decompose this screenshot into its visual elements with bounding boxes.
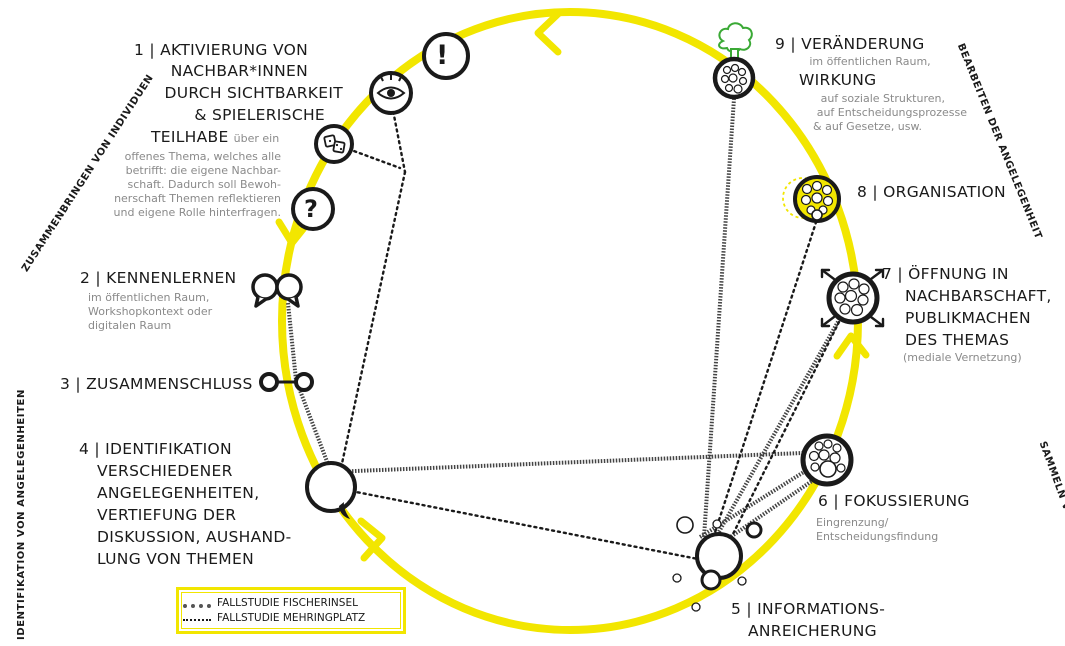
cycle-direction-arrows bbox=[275, 10, 870, 562]
step-1-line3: DURCH SICHTBARKEIT bbox=[164, 84, 343, 102]
step-4-line-2: ANGELEGENHEITEN, bbox=[97, 484, 260, 502]
speech-bubbles-icon bbox=[251, 273, 303, 308]
exclamation-icon bbox=[422, 32, 470, 80]
step-7-title: 7 | ÖFFNUNG IN bbox=[882, 265, 1009, 283]
step-1-title: 1 | AKTIVIERUNG VON bbox=[134, 41, 308, 59]
step-2-desc-1: im öffentlichen Raum, bbox=[88, 291, 210, 304]
step-6-desc-2: Entscheidungsfindung bbox=[816, 530, 939, 543]
step-1-desc-2: betrifft: die eigene Nachbar- bbox=[125, 164, 281, 177]
step-7-desc: (mediale Vernetzung) bbox=[903, 351, 1022, 364]
discussion-bubble-icon bbox=[305, 461, 357, 519]
step-7-line-2: PUBLIKMACHEN bbox=[905, 309, 1031, 327]
step-2-desc-2: Workshopkontext oder bbox=[88, 305, 213, 318]
step-1-line5-head: TEILHABE bbox=[151, 128, 229, 146]
step-1-desc-4: nerschaft Themen reflektieren bbox=[114, 192, 281, 205]
step-9-title: 9 | VERÄNDERUNG bbox=[775, 35, 925, 53]
step-1-line4: & SPIELERISCHE bbox=[194, 106, 325, 124]
step-9-desc2-2: auf Entscheidungsprozesse bbox=[816, 106, 967, 119]
exclamation-glyph: ! bbox=[436, 40, 449, 71]
step-5-title: 5 | INFORMATIONS- bbox=[731, 600, 886, 618]
step-7-line-1: NACHBARSCHAFT, bbox=[905, 287, 1052, 305]
step-1-line2: NACHBAR*INNEN bbox=[170, 62, 308, 80]
fischerinsel-path bbox=[286, 83, 858, 542]
question-glyph: ? bbox=[304, 195, 318, 223]
step-9-line2: WIRKUNG bbox=[799, 71, 877, 89]
opening-cluster-icon bbox=[820, 268, 885, 328]
step-6-title: 6 | FOKUSSIERUNG bbox=[818, 492, 970, 510]
dice-icon bbox=[314, 124, 354, 164]
information-cluster-icon bbox=[672, 516, 763, 612]
arrow-top bbox=[534, 10, 562, 56]
step-1-desc-5: und eigene Rolle hinterfragen. bbox=[113, 206, 281, 219]
step-4-line-3: VERTIEFUNG DER bbox=[97, 506, 237, 524]
eye-icon bbox=[369, 71, 413, 115]
chain-link-icon bbox=[259, 372, 314, 392]
cycle-loop bbox=[278, 8, 862, 634]
step-9-desc2-3: & auf Gesetze, usw. bbox=[813, 120, 922, 133]
legend-fischerinsel-swatch bbox=[183, 604, 211, 608]
step-1-line5: TEILHABE über ein bbox=[151, 127, 279, 147]
step-1-desc-1: offenes Thema, welches alle bbox=[124, 150, 281, 163]
organisation-cluster-icon bbox=[782, 175, 841, 223]
step-6-desc-1: Eingrenzung/ bbox=[816, 516, 889, 529]
edge-label-bottom-left: IDENTIFIKATION VON ANGELEGENHEITEN bbox=[16, 389, 27, 640]
step-7-line-3: DES THEMAS bbox=[905, 331, 1010, 349]
step-1-line5-tail: über ein bbox=[233, 132, 280, 145]
legend-fischerinsel-label: FALLSTUDIE FISCHERINSEL bbox=[217, 597, 358, 609]
arrow-bottom bbox=[357, 517, 386, 562]
legend-mehringplatz-label: FALLSTUDIE MEHRINGPLATZ bbox=[217, 612, 366, 624]
mehringplatz-path bbox=[339, 98, 858, 562]
step-4-title: 4 | IDENTIFIKATION bbox=[79, 440, 232, 458]
arrow-left bbox=[275, 218, 312, 247]
legend: FALLSTUDIE FISCHERINSEL FALLSTUDIE MEHRI… bbox=[176, 587, 406, 634]
change-cluster-icon bbox=[712, 56, 756, 100]
step-3-title: 3 | ZUSAMMENSCHLUSS bbox=[60, 375, 253, 393]
step-2-desc-3: digitalen Raum bbox=[88, 319, 172, 332]
step-1-desc-3: schaft. Dadurch soll Bewoh- bbox=[127, 178, 282, 191]
question-icon bbox=[291, 187, 335, 231]
step-8-title: 8 | ORGANISATION bbox=[857, 183, 1006, 201]
focus-cluster-icon bbox=[800, 433, 854, 487]
step-5-line2: ANREICHERUNG bbox=[748, 622, 877, 640]
step-4-line-1: VERSCHIEDENER bbox=[97, 462, 233, 480]
legend-mehringplatz-swatch bbox=[183, 619, 211, 621]
arrow-right bbox=[833, 332, 870, 360]
step-9-desc-1: im öffentlichen Raum, bbox=[809, 55, 931, 68]
legend-inner-frame bbox=[181, 592, 401, 629]
step-9-desc2-1: auf soziale Strukturen, bbox=[820, 92, 945, 105]
step-4-line-4: DISKUSSION, AUSHAND- bbox=[97, 528, 292, 546]
step-4-line-5: LUNG VON THEMEN bbox=[97, 550, 254, 568]
step-2-title: 2 | KENNENLERNEN bbox=[80, 269, 237, 287]
